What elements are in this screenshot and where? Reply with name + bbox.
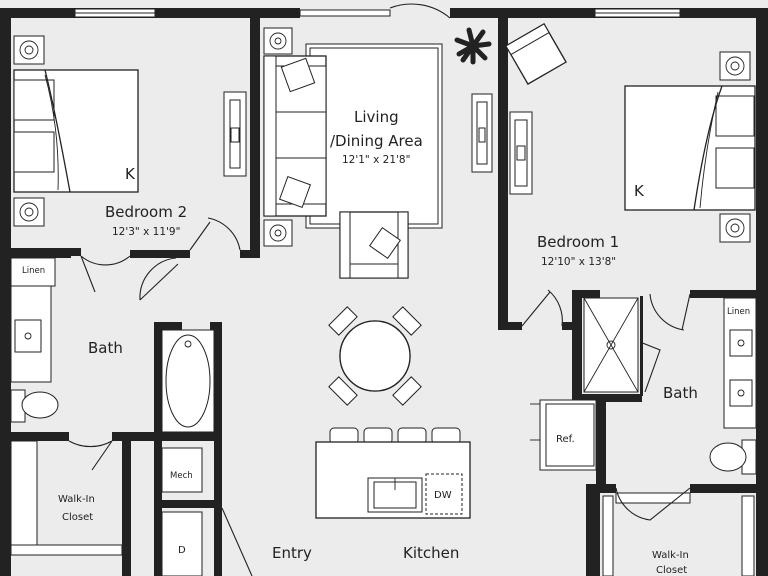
bed-1-size-label: K (634, 182, 645, 200)
closet-left-label-line2: Closet (62, 512, 93, 523)
bedroom-1-label: Bedroom 1 (537, 233, 619, 251)
dryer-label: D (178, 545, 186, 556)
dryer (161, 511, 203, 576)
living-label-line2: /Dining Area (330, 132, 423, 150)
bedroom-1-dims: 12'10" x 13'8" (541, 256, 616, 268)
linen-right-label: Linen (727, 307, 750, 317)
right-bath-fixtures (530, 297, 757, 475)
bedroom-1-doors (521, 289, 691, 331)
bedroom-2-label: Bedroom 2 (105, 203, 187, 221)
closet-left-shelf-bottom (10, 544, 123, 556)
closet-right-shelf (615, 492, 691, 504)
living-dims: 12'1" x 21'8" (342, 154, 410, 166)
living-label-line1: Living (354, 108, 399, 126)
dishwasher-label: DW (434, 490, 452, 501)
bath-left-label: Bath (88, 339, 123, 357)
bath-right-label: Bath (663, 384, 698, 402)
closet-right-label-line1: Walk-In (652, 550, 689, 561)
laundry-door (221, 507, 253, 576)
entry-label: Entry (272, 544, 312, 562)
closet-right-label-line2: Closet (656, 565, 687, 576)
kitchen-label: Kitchen (403, 544, 459, 562)
linen-left-label: Linen (22, 266, 45, 276)
bedroom-1-furniture (505, 23, 756, 243)
bedroom-2-furniture (13, 35, 247, 227)
left-bath-fixtures (10, 257, 215, 471)
kitchen-island (315, 427, 471, 519)
closet-right-door (615, 487, 691, 521)
living-furniture (263, 3, 493, 406)
bed-2-size-label: K (125, 165, 136, 183)
closet-right-rod (602, 495, 614, 576)
windows (74, 8, 681, 18)
bedroom-2-doors (80, 217, 241, 301)
closet-left-label-line1: Walk-In (58, 494, 95, 505)
mech-label: Mech (170, 471, 193, 481)
closet-left-shelf (10, 440, 38, 546)
bedroom-2-dims: 12'3" x 11'9" (112, 226, 180, 238)
mech-closet (161, 447, 203, 493)
fridge-label: Ref. (556, 434, 575, 445)
closet-right-rod-2 (741, 495, 755, 576)
